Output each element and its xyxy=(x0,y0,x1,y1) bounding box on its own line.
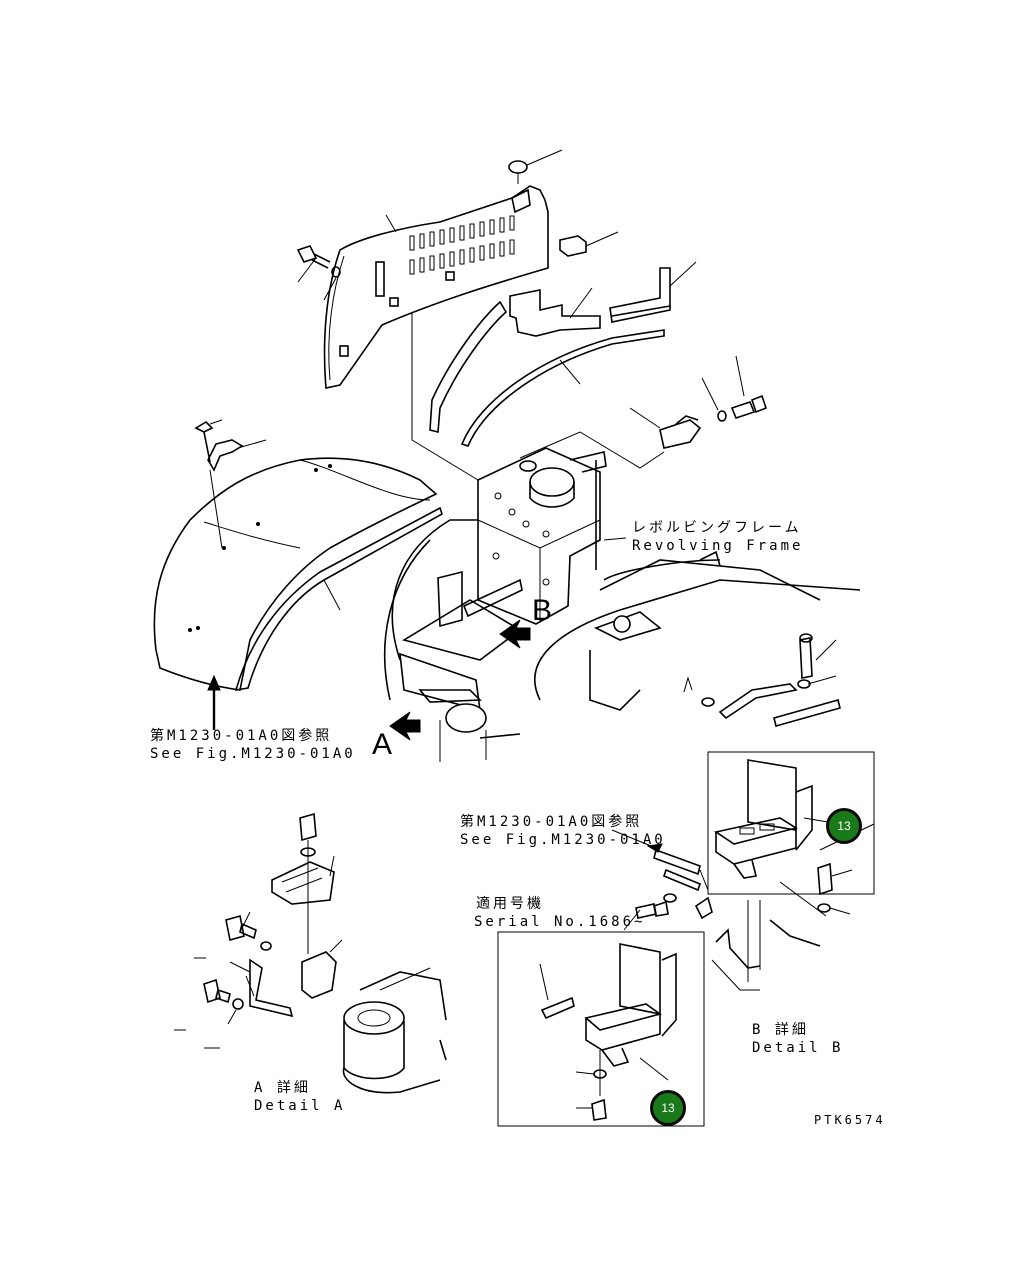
see-fig-label-en-2: See Fig.M1230-01A0 xyxy=(460,832,666,848)
see-fig-label-jp-1: 第M1230-01A0図参照 xyxy=(150,728,333,744)
side-cover xyxy=(153,419,443,730)
seal-strips xyxy=(429,261,697,447)
view-a-marker: A xyxy=(372,728,393,761)
serial-label-en: Serial No.1686~ xyxy=(474,914,646,930)
detail-b-box xyxy=(707,751,875,895)
engine-hood-cover xyxy=(296,149,619,389)
detail-a-label-jp: A 詳細 xyxy=(254,1080,311,1096)
see-fig-label-jp-2: 第M1230-01A0図参照 xyxy=(460,814,643,830)
detail-b-label-en: Detail B xyxy=(752,1040,844,1056)
detail-b-parts xyxy=(711,862,853,991)
revolving-frame-label-en: Revolving Frame xyxy=(632,538,804,554)
view-b-marker: B xyxy=(532,594,553,627)
louvre-slots xyxy=(409,215,515,275)
serial-label-jp: 適用号機 xyxy=(476,896,544,912)
serial-detail-box xyxy=(497,931,705,1127)
detail-a-label-en: Detail A xyxy=(254,1098,346,1114)
callout-13-upper[interactable]: 13 xyxy=(826,808,862,844)
revolving-frame-label-jp: レボルビングフレーム xyxy=(632,520,802,536)
drawing-code: PTK6574 xyxy=(814,1113,886,1127)
revolving-frame xyxy=(384,447,861,762)
linkage-rod xyxy=(683,633,841,727)
callout-13-lower[interactable]: 13 xyxy=(650,1090,686,1126)
see-fig-label-en-1: See Fig.M1230-01A0 xyxy=(150,746,356,762)
fig-ref-bracket xyxy=(611,829,713,931)
detail-b-label-jp: B 詳細 xyxy=(752,1022,809,1038)
detail-a-parts xyxy=(174,812,447,1094)
hood-bracket xyxy=(629,355,767,449)
